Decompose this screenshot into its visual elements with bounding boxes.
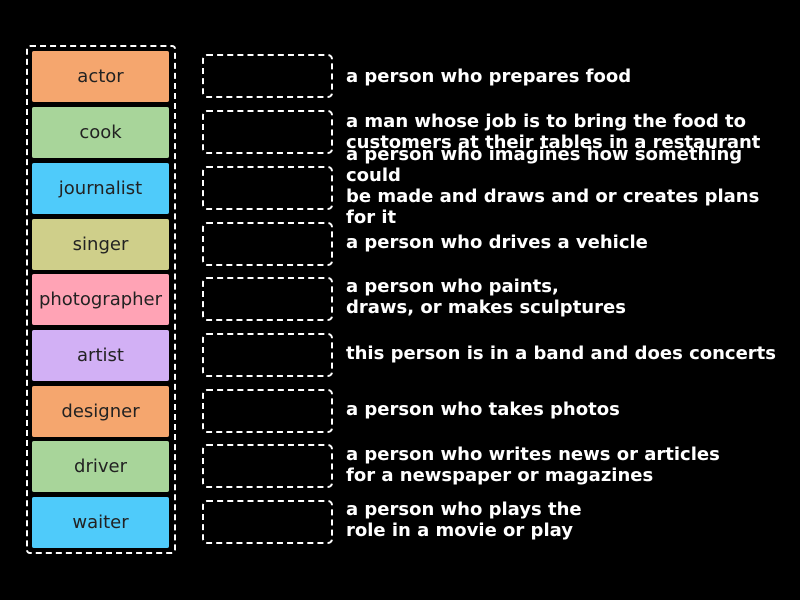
definition-text: a person who prepares food [346, 65, 632, 87]
definition-3: a person who imagines how something coul… [346, 144, 786, 228]
drop-slot-9[interactable] [202, 500, 333, 544]
definition-8: a person who writes news or articles for… [346, 443, 786, 487]
definition-text: a person who imagines how something coul… [346, 144, 760, 228]
definition-6: this person is in a band and does concer… [346, 331, 786, 375]
drop-slot-7[interactable] [202, 389, 333, 433]
drop-slot-4[interactable] [202, 222, 333, 266]
drop-slot-8[interactable] [202, 444, 333, 488]
definition-1: a person who prepares food [346, 54, 786, 98]
drop-slot-5[interactable] [202, 277, 333, 321]
drop-slot-6[interactable] [202, 333, 333, 377]
word-tile-singer[interactable]: singer [32, 219, 169, 270]
definition-text: a person who plays the role in a movie o… [346, 499, 582, 541]
drop-slot-2[interactable] [202, 110, 333, 154]
definition-text: a person who paints, draws, or makes scu… [346, 276, 626, 318]
definition-text: a person who drives a vehicle [346, 231, 648, 253]
word-tile-actor[interactable]: actor [32, 51, 169, 102]
word-tile-cook[interactable]: cook [32, 107, 169, 158]
definition-text: this person is in a band and does concer… [346, 342, 776, 364]
word-tile-artist[interactable]: artist [32, 330, 169, 381]
word-tile-designer[interactable]: designer [32, 386, 169, 437]
definition-9: a person who plays the role in a movie o… [346, 498, 786, 542]
definition-2: a man whose job is to bring the food to … [346, 110, 786, 154]
drop-slot-1[interactable] [202, 54, 333, 98]
word-tile-driver[interactable]: driver [32, 441, 169, 492]
definition-7: a person who takes photos [346, 387, 786, 431]
word-bank [26, 45, 176, 554]
definition-text: a person who takes photos [346, 398, 620, 420]
word-tile-journalist[interactable]: journalist [32, 163, 169, 214]
word-tile-waiter[interactable]: waiter [32, 497, 169, 548]
definition-text: a man whose job is to bring the food to … [346, 111, 761, 153]
definition-4: a person who drives a vehicle [346, 220, 786, 264]
word-tile-photographer[interactable]: photographer [32, 274, 169, 325]
drop-slot-3[interactable] [202, 166, 333, 210]
definition-text: a person who writes news or articles for… [346, 444, 720, 486]
definition-5: a person who paints, draws, or makes scu… [346, 275, 786, 319]
